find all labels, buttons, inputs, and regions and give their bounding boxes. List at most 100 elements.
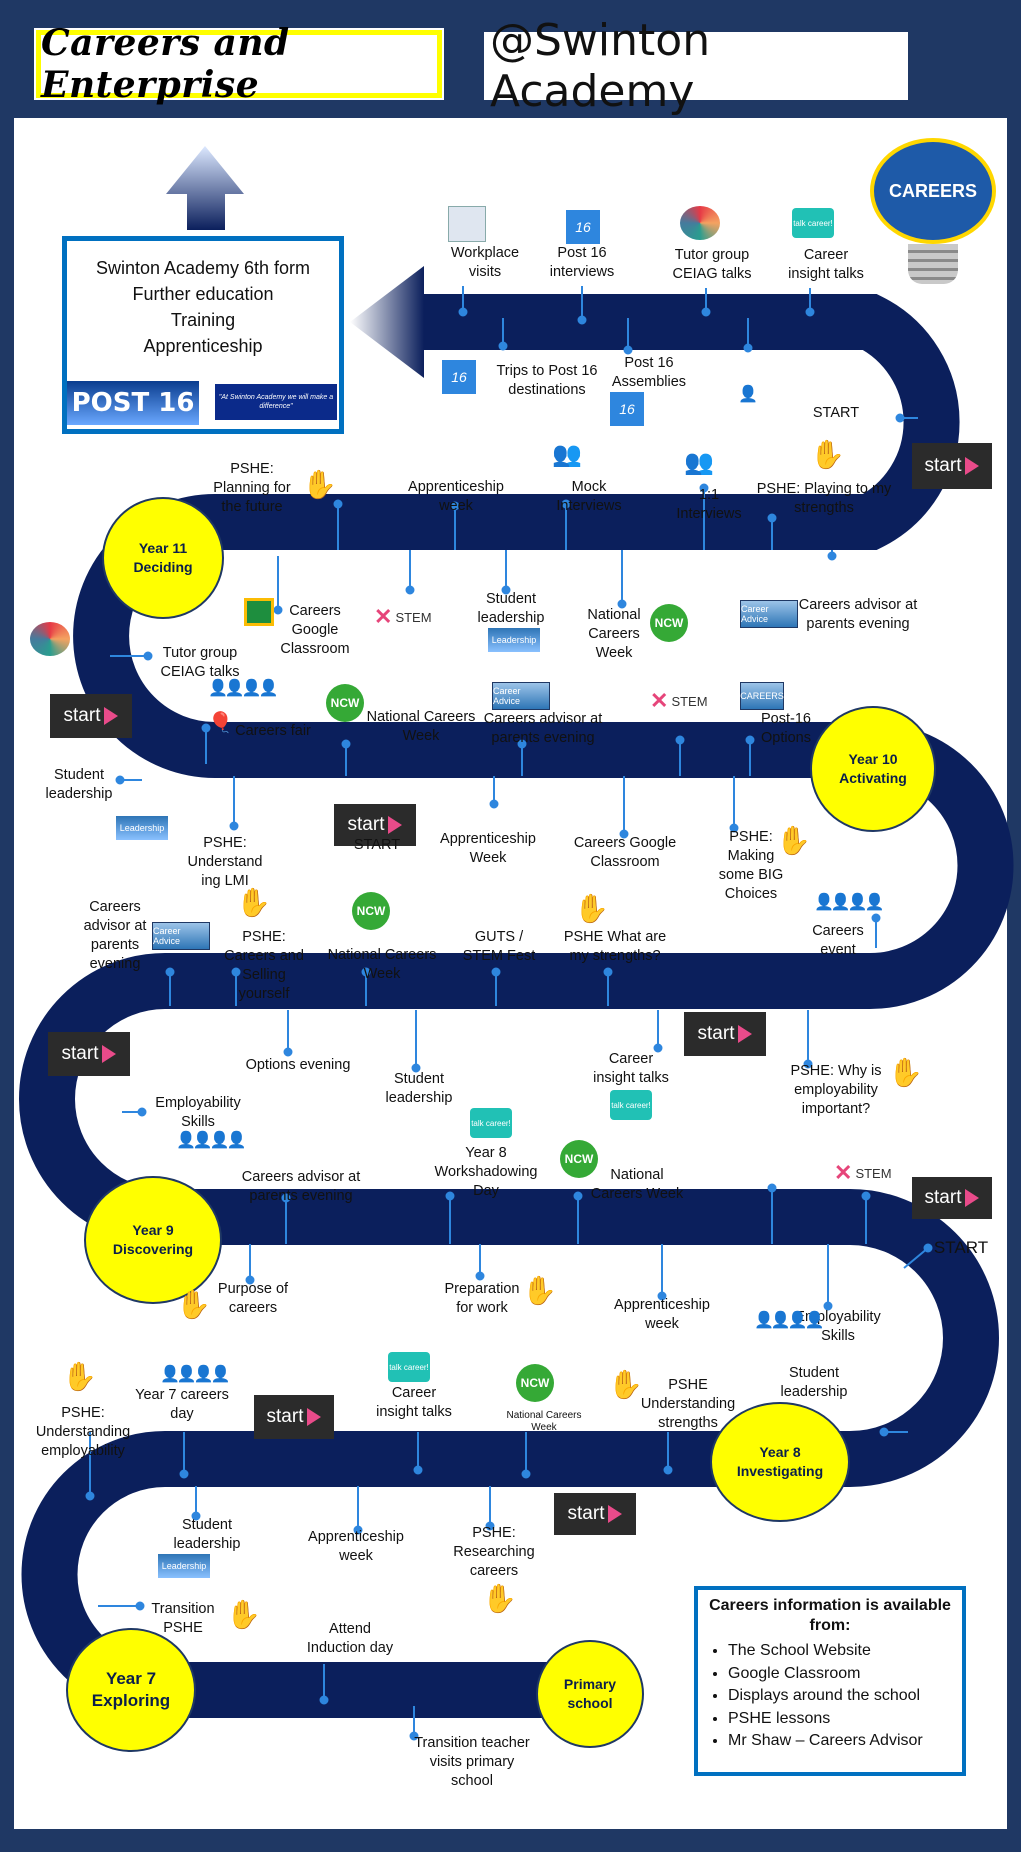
label-pshe-strengths: PSHE What are my strengths?: [563, 929, 667, 964]
connector-dot: [743, 343, 753, 353]
label-post16-assemblies: Post 16 Assemblies: [611, 355, 687, 390]
label-induction-day: Attend Induction day: [306, 1621, 394, 1656]
leadership-icon-y7: Leadership: [158, 1554, 210, 1578]
header-title-box: Careers and Enterprise: [34, 22, 444, 106]
career-advice-icon-y10: Career Advice: [492, 682, 550, 710]
connector-dot: [273, 605, 283, 615]
connector-dot: [137, 1107, 147, 1117]
start-badge-y11: start: [912, 443, 992, 489]
label-transition-pshe: Transition PSHE: [151, 1601, 215, 1636]
label-pshe-understanding-strengths: PSHE Understanding strengths: [640, 1377, 736, 1431]
hand-icon-strengths: ✋: [574, 893, 609, 924]
connector-dot: [143, 651, 153, 661]
label-ncw-y10: National Careers Week: [366, 709, 476, 744]
start-badge-y9: start: [48, 1032, 130, 1076]
connector-dot: [231, 967, 241, 977]
ncw-icon-y10: NCW: [326, 684, 364, 722]
label-pshe-big-choices: PSHE: Making some BIG Choices: [718, 829, 784, 902]
label-student-leadership-left: Student leadership: [45, 767, 113, 802]
road-arrow-head: [350, 266, 424, 378]
year8-circle: Year 8 Investigating: [710, 1402, 850, 1522]
start-badge-y8-mid: start: [684, 1012, 766, 1056]
person-icon-top: 👤: [738, 386, 758, 403]
ncw-icon-y8: NCW: [560, 1140, 598, 1178]
start-badge-y7: start: [554, 1493, 636, 1535]
post16-logo: POST 16: [67, 381, 199, 425]
post16-line-2: Further education: [132, 284, 274, 304]
connector-dot: [745, 735, 755, 745]
connector-dot: [135, 1601, 145, 1611]
label-student-leadership-y8: Student leadership: [780, 1365, 848, 1400]
label-student-leadership-y9: Student leadership: [385, 1071, 453, 1106]
people-icon-y10: 👤👤👤👤: [208, 680, 279, 697]
label-ncw-y7: National Careers Week: [506, 1410, 582, 1433]
connector-dot: [201, 723, 211, 733]
label-options-evening: Options evening: [245, 1057, 351, 1073]
connector-dot: [191, 1511, 201, 1521]
label-apprenticeship-week-y11: Apprenticeship week: [408, 479, 504, 514]
label-ncw-y9: National Careers Week: [327, 947, 437, 982]
connector-dot: [165, 967, 175, 977]
connector-dot: [729, 823, 739, 833]
people-icon-careers-event: 👤👤👤👤: [814, 894, 885, 911]
connector-dot: [617, 599, 627, 609]
assemblies-post16-icon: 16: [610, 392, 644, 426]
label-pshe-playing: PSHE: Playing to my strengths: [756, 481, 892, 516]
connector-dot: [619, 829, 629, 839]
connector-dot: [521, 1469, 531, 1479]
connector-dot: [561, 499, 571, 509]
label-pshe-employability: PSHE: Why is employability important?: [790, 1063, 882, 1117]
connector-dot: [767, 1183, 777, 1193]
start-badge-y10: start: [50, 694, 132, 738]
careers-fair-icon: 🎈: [208, 712, 233, 734]
label-ncw-y11: National Careers Week: [587, 607, 641, 661]
connector-dot: [517, 739, 527, 749]
stem-icon-y8: ✕STEM: [834, 1160, 892, 1185]
year7-circle: Year 7 Exploring: [66, 1628, 196, 1752]
label-pshe-researching: PSHE: Researching careers: [453, 1525, 535, 1579]
hand-icon-researching: ✋: [482, 1583, 517, 1614]
connector-dot: [445, 1191, 455, 1201]
hand-icon-understanding-strengths: ✋: [608, 1369, 643, 1400]
info-item-google-classroom: Google Classroom: [728, 1663, 952, 1686]
people-icon-y7-careers-day: 👤👤👤👤: [160, 1366, 231, 1383]
trips-post16-icon: 16: [442, 360, 476, 394]
connector-dot: [923, 1243, 933, 1253]
workplace-icon: [448, 206, 486, 242]
hand-icon-employability: ✋: [888, 1057, 923, 1088]
connector-dot: [879, 1427, 889, 1437]
people-icon-employability-y9: 👤👤👤👤: [176, 1132, 247, 1149]
label-tutor-ceiag-y10: Tutor group CEIAG talks: [160, 645, 240, 680]
connector-dot: [701, 307, 711, 317]
connector-dot: [281, 1193, 291, 1203]
connector-dot: [333, 499, 343, 509]
connector-dot: [475, 1271, 485, 1281]
post16-line-4: Apprenticeship: [143, 336, 263, 356]
label-pshe-planning: PSHE: Planning for the future: [213, 461, 291, 515]
label-post16-options: Post-16 Options: [761, 711, 811, 746]
career-advice-icon-y11: Career Advice: [740, 600, 798, 628]
connector-dot: [603, 967, 613, 977]
connector-dot: [361, 967, 371, 977]
label-year7-careers-day: Year 7 careers day: [135, 1387, 229, 1422]
connector-dot: [229, 821, 239, 831]
ncw-icon-y11: NCW: [650, 604, 688, 642]
primary-school-circle: Primary school: [536, 1640, 644, 1748]
label-pshe-selling: PSHE: Careers and Selling yourself: [224, 929, 304, 1002]
year9-circle: Year 9 Discovering: [84, 1176, 222, 1304]
connector-dot: [895, 413, 905, 423]
connector-dot: [861, 1191, 871, 1201]
label-student-leadership-y11: Student leadership: [477, 591, 545, 626]
connector-dot: [283, 1047, 293, 1057]
leadership-icon-left: Leadership: [116, 816, 168, 840]
info-list: The School Website Google Classroom Disp…: [708, 1640, 952, 1753]
connector-dot: [353, 1525, 363, 1535]
label-post16-interviews: Post 16 interviews: [549, 245, 615, 280]
year10-circle: Year 10 Activating: [810, 706, 936, 832]
post16-line-3: Training: [170, 310, 236, 330]
connector-dot: [675, 735, 685, 745]
start-badge-y9-top: start: [334, 804, 416, 846]
talk-careers-icon-y8: talk career!: [470, 1108, 512, 1138]
label-career-insight-y7: Career insight talks: [376, 1385, 452, 1420]
label-student-leadership-y7: Student leadership: [173, 1517, 241, 1552]
